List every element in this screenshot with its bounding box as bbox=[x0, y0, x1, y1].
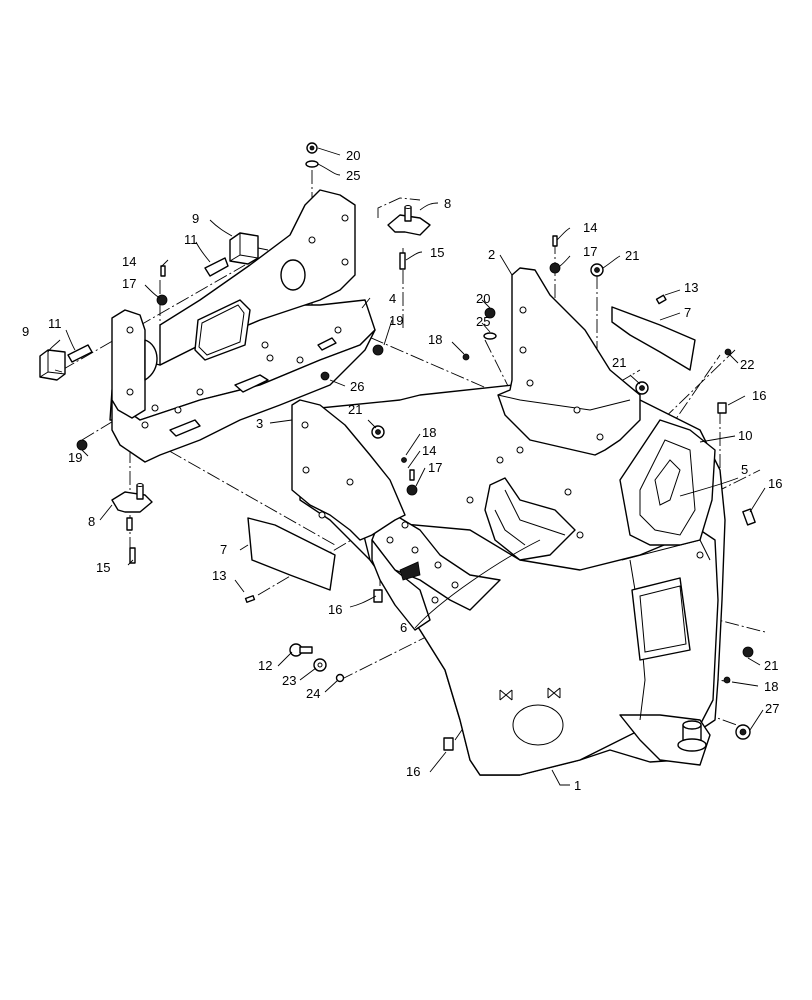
callout-4: 4 bbox=[389, 291, 396, 306]
upper-frame-part-4 bbox=[109, 189, 376, 463]
callout-21: 21 bbox=[348, 402, 362, 417]
callout-8: 8 bbox=[88, 514, 95, 529]
callout-16: 16 bbox=[752, 388, 766, 403]
callout-6: 6 bbox=[400, 620, 407, 635]
callout-21: 21 bbox=[625, 248, 639, 263]
callout-12: 12 bbox=[258, 658, 272, 673]
callout-16: 16 bbox=[406, 764, 420, 779]
callout-1: 1 bbox=[574, 778, 581, 793]
fasteners bbox=[76, 142, 756, 751]
callout-labels: 20 25 8 9 11 15 14 17 21 2 13 14 17 20 7… bbox=[22, 148, 782, 793]
callout-18: 18 bbox=[428, 332, 442, 347]
callout-14: 14 bbox=[422, 443, 436, 458]
callout-27: 27 bbox=[765, 701, 779, 716]
callout-9: 9 bbox=[192, 211, 199, 226]
callout-20: 20 bbox=[346, 148, 360, 163]
callout-20: 20 bbox=[476, 291, 490, 306]
callout-19: 19 bbox=[68, 450, 82, 465]
upright-plate-part-3 bbox=[291, 399, 406, 541]
callout-25: 25 bbox=[476, 314, 490, 329]
wear-plate-part-7-upper bbox=[611, 306, 696, 371]
callout-8: 8 bbox=[444, 196, 451, 211]
callout-26: 26 bbox=[350, 379, 364, 394]
callout-21: 21 bbox=[764, 658, 778, 673]
side-plate-right bbox=[631, 577, 691, 661]
callout-18: 18 bbox=[422, 425, 436, 440]
callout-19: 19 bbox=[389, 313, 403, 328]
callout-13: 13 bbox=[684, 280, 698, 295]
callout-2: 2 bbox=[488, 247, 495, 262]
callout-22: 22 bbox=[740, 357, 754, 372]
callout-5: 5 bbox=[741, 462, 748, 477]
bracket-part-8-upper bbox=[377, 197, 431, 236]
pad-part-11-lower bbox=[67, 344, 93, 363]
callout-15: 15 bbox=[96, 560, 110, 575]
callout-16: 16 bbox=[328, 602, 342, 617]
callout-17: 17 bbox=[583, 244, 597, 259]
callout-7: 7 bbox=[220, 542, 227, 557]
callout-11: 11 bbox=[48, 316, 62, 331]
callout-14: 14 bbox=[122, 254, 136, 269]
callout-3: 3 bbox=[256, 416, 263, 431]
callout-17: 17 bbox=[428, 460, 442, 475]
callout-24: 24 bbox=[306, 686, 320, 701]
callout-17: 17 bbox=[122, 276, 136, 291]
wing-plate-part-10 bbox=[619, 419, 716, 546]
callout-15: 15 bbox=[430, 245, 444, 260]
callout-10: 10 bbox=[738, 428, 752, 443]
leader-lines bbox=[47, 147, 766, 786]
block-part-9-upper bbox=[229, 232, 269, 265]
callout-18: 18 bbox=[764, 679, 778, 694]
block-part-9-lower bbox=[39, 349, 66, 381]
callout-11: 11 bbox=[184, 232, 198, 247]
callout-13: 13 bbox=[212, 568, 226, 583]
gusset-part-5 bbox=[484, 477, 576, 561]
callout-21: 21 bbox=[612, 355, 626, 370]
upright-plate-part-2 bbox=[497, 267, 641, 456]
callout-25: 25 bbox=[346, 168, 360, 183]
callout-9: 9 bbox=[22, 324, 29, 339]
callout-16: 16 bbox=[768, 476, 782, 491]
callout-7: 7 bbox=[684, 305, 691, 320]
left-end-plate bbox=[111, 309, 158, 419]
callout-23: 23 bbox=[282, 673, 296, 688]
bracket-part-8-lower bbox=[111, 483, 153, 513]
front-bracket-part-6 bbox=[371, 514, 501, 631]
callout-14: 14 bbox=[583, 220, 597, 235]
wear-plate-part-7-lower bbox=[247, 517, 336, 591]
pad-part-11-upper bbox=[204, 257, 229, 277]
